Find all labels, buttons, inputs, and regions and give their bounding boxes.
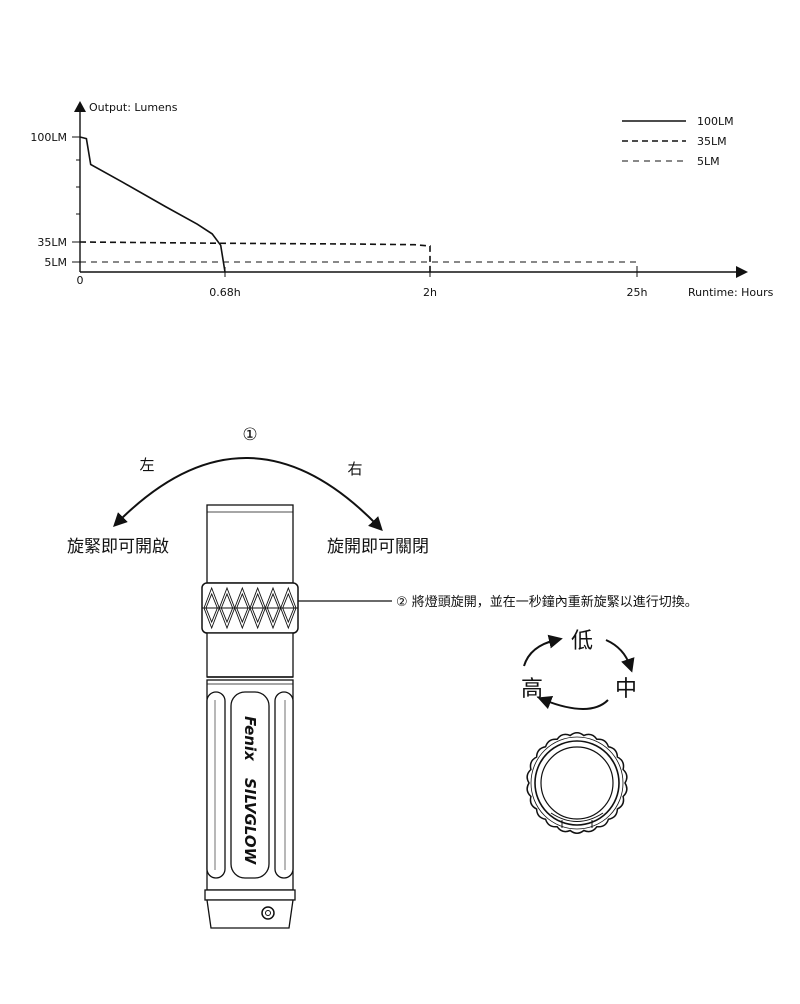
x-axis-arrow bbox=[736, 266, 748, 278]
y-tick-group: 100LM 35LM 5LM bbox=[30, 131, 80, 269]
mode-high-label: 高 bbox=[521, 677, 543, 702]
mode-cycle-diagram: 低 高 中 bbox=[521, 629, 637, 710]
right-action-text: 旋開即可關閉 bbox=[327, 537, 429, 557]
legend-label-5lm: 5LM bbox=[697, 155, 720, 168]
rotation-arc-arrow bbox=[113, 457, 383, 532]
left-action-text: 旋緊即可開啟 bbox=[67, 537, 169, 557]
flashlight-head bbox=[206, 504, 294, 584]
left-direction-label: 左 bbox=[139, 456, 154, 474]
chart-legend: 100LM 35LM 5LM bbox=[622, 115, 734, 168]
y-tick-label: 100LM bbox=[30, 131, 67, 144]
x-tick-label: 0.68h bbox=[209, 286, 240, 299]
cycle-arrow-medium-to-high bbox=[537, 696, 609, 710]
tail-ring bbox=[204, 889, 296, 901]
step2-text: ② 將燈頭旋開，並在一秒鐘內重新旋緊以進行切換。 bbox=[396, 594, 698, 610]
lens-window bbox=[540, 746, 614, 820]
knurl-pattern bbox=[202, 586, 298, 630]
step1-marker: ① bbox=[242, 425, 257, 445]
series-line-100lm bbox=[79, 136, 226, 273]
series-line-5lm bbox=[80, 261, 638, 272]
bezel-edge-ring bbox=[530, 736, 624, 830]
flashlight-illustration: Fenix SILVGLOW bbox=[201, 504, 299, 929]
right-direction-label: 右 bbox=[347, 460, 362, 478]
y-tick-label: 35LM bbox=[37, 236, 67, 249]
body-flute-left bbox=[206, 691, 226, 879]
cycle-arrow-high-to-low bbox=[523, 634, 563, 667]
brand-text-group: Fenix SILVGLOW bbox=[241, 716, 259, 866]
brand-name: Fenix bbox=[241, 716, 259, 762]
operation-instructions: ① 左 右 旋緊即可開啟 旋開即可關閉 ② 將燈頭旋開，並在一秒鐘內重新旋緊以進… bbox=[67, 425, 698, 610]
body-flute-center bbox=[230, 691, 270, 879]
model-name: SILVGLOW bbox=[241, 778, 259, 866]
mode-low-label: 低 bbox=[571, 629, 593, 654]
y-tick-label: 5LM bbox=[44, 256, 67, 269]
body-flute-right bbox=[274, 691, 294, 879]
tail-cap bbox=[206, 899, 294, 929]
x-tick-label: 2h bbox=[423, 286, 437, 299]
x-tick-label: 25h bbox=[627, 286, 648, 299]
y-axis-arrow bbox=[74, 101, 86, 112]
bezel-front-view bbox=[526, 732, 628, 834]
flashlight-neck bbox=[206, 632, 294, 678]
cycle-arrow-low-to-medium bbox=[605, 639, 635, 673]
y-axis-label: Output: Lumens bbox=[89, 101, 178, 114]
series-line-35lm bbox=[79, 241, 431, 272]
mode-medium-label: 中 bbox=[615, 677, 637, 702]
legend-label-100lm: 100LM bbox=[697, 115, 734, 128]
x-axis-label: Runtime: Hours bbox=[688, 286, 774, 299]
x-tick-label: 0 bbox=[77, 274, 84, 287]
legend-label-35lm: 35LM bbox=[697, 135, 727, 148]
lanyard-hole-inner bbox=[265, 910, 271, 916]
bezel-notch bbox=[550, 812, 604, 822]
